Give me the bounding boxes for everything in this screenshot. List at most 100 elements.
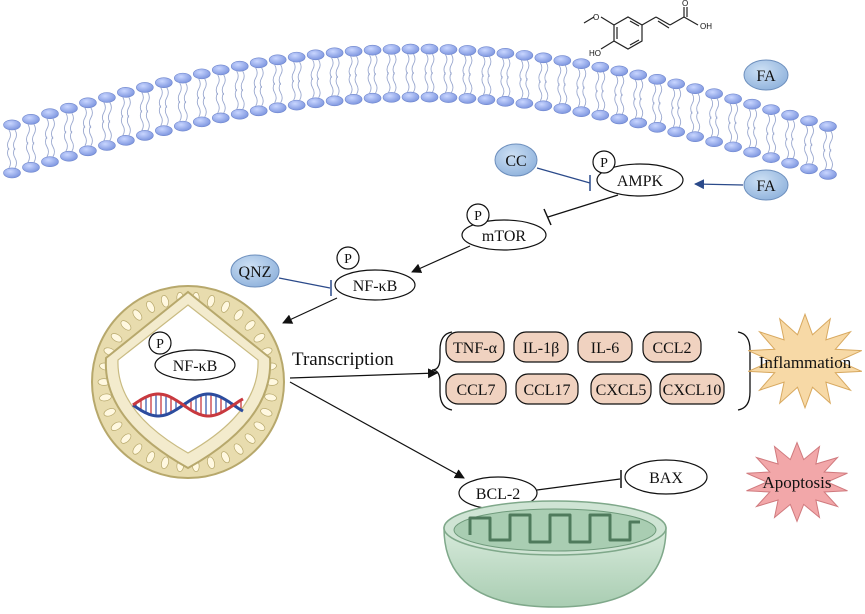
nfkb-cytoplasm-node: NF-κB P	[334, 246, 416, 301]
carboxyl-oh-label: OH	[700, 22, 712, 31]
lipid-head-inner	[79, 145, 97, 157]
lipid-head-inner	[781, 157, 799, 169]
cytokine-box: CXCL10	[659, 373, 725, 405]
lipid-head-outer	[22, 113, 40, 125]
lipid-head-outer	[800, 115, 818, 127]
fa-activator: FA	[694, 169, 789, 201]
nuclear-pore	[221, 300, 230, 313]
lipid-head-inner	[743, 146, 761, 158]
bax-node: BAX	[624, 459, 708, 495]
nuclear-pore	[253, 421, 266, 431]
lipid-head-inner	[629, 117, 648, 129]
lipid-head-outer	[439, 44, 458, 55]
nuclear-pore	[110, 421, 123, 431]
lipid-head-inner	[439, 92, 458, 103]
lipid-head-outer	[724, 93, 742, 105]
cytokine-box: IL-6	[577, 331, 633, 363]
ferulic-acid-structure: O HO OH O	[583, 0, 712, 58]
lipid-head-inner	[762, 152, 780, 163]
nuclear-pore	[99, 393, 112, 402]
lipid-head-outer	[306, 49, 325, 61]
nuclear-pore	[253, 333, 266, 343]
nuclear-pore	[221, 451, 230, 464]
lipid-head-inner	[98, 140, 116, 151]
mtor-activates-nfkb-arrow	[411, 245, 471, 273]
lipid-head-outer	[192, 68, 211, 80]
lipid-head-outer	[230, 60, 249, 72]
cc-label: CC	[505, 153, 526, 170]
cytokine-box: CCL7	[445, 373, 507, 405]
lipid-head-inner	[800, 163, 818, 175]
bcl2-expression-arrow	[289, 381, 465, 479]
lipid-head-inner	[819, 169, 837, 180]
lipid-head-inner	[401, 91, 420, 103]
lipid-head-outer	[268, 54, 287, 66]
inflammation-label: Inflammation	[759, 353, 852, 372]
lipid-head-outer	[819, 121, 837, 132]
lipid-head-outer	[458, 45, 477, 56]
cytokine-label: IL-6	[591, 340, 619, 357]
lipid-head-outer	[325, 47, 344, 59]
ampk-phospho-label: P	[600, 156, 608, 171]
cytokine-box: TNF-α	[445, 331, 505, 363]
lipid-bilayer-membrane	[3, 43, 837, 180]
lipid-head-inner	[610, 113, 629, 125]
lipid-head-inner	[724, 141, 742, 153]
lipid-head-inner	[534, 100, 553, 112]
nuclear-pore	[132, 443, 143, 455]
lipid-head-outer	[496, 48, 515, 59]
lipid-head-inner	[458, 93, 477, 104]
lipid-head-inner	[572, 106, 591, 117]
nuclear-pore	[146, 451, 155, 464]
lipid-head-outer	[211, 64, 230, 76]
cytokine-label: CXCL5	[596, 382, 647, 399]
nuclear-pore	[110, 333, 123, 343]
nuclear-pore	[260, 408, 273, 417]
lipid-head-outer	[572, 58, 591, 69]
lipid-head-inner	[382, 92, 401, 103]
cytokine-label: IL-1β	[523, 340, 560, 357]
lipid-head-outer	[515, 50, 534, 61]
transcription-label: Transcription	[292, 349, 394, 370]
inflammation-burst: Inflammation	[747, 312, 863, 410]
nfkb-nucleus-node	[154, 349, 236, 381]
nuclear-pore	[161, 456, 170, 469]
cytokine-box: CCL17	[515, 373, 579, 405]
lipid-head-inner	[211, 112, 230, 124]
methoxy-oxygen-label: O	[593, 13, 599, 22]
lipid-head-outer	[743, 98, 761, 110]
nuclear-pore	[120, 320, 132, 331]
lipid-head-outer	[420, 43, 439, 55]
apoptosis-burst: Apoptosis	[746, 441, 848, 523]
apoptosis-label: Apoptosis	[763, 473, 832, 492]
lipid-head-outer	[3, 119, 21, 131]
cytokine-label: CCL7	[456, 382, 495, 399]
cytokine-label: CXCL10	[663, 382, 722, 399]
lipid-head-inner	[3, 167, 21, 179]
lipid-head-outer	[344, 45, 363, 57]
lipid-head-inner	[705, 136, 723, 147]
lipid-head-outer	[762, 104, 780, 115]
nuclear-pore	[103, 408, 116, 417]
lipid-head-outer	[382, 44, 401, 55]
nfkb-translocation-arrow	[282, 297, 338, 324]
hydroxyl-group-label: HO	[589, 49, 601, 58]
lipid-head-inner	[60, 150, 78, 162]
cytokine-label: CCL17	[523, 382, 570, 399]
cytokine-box: IL-1β	[513, 331, 569, 363]
lipid-head-outer	[363, 44, 382, 56]
nuclear-pore	[161, 295, 170, 308]
fa-membrane-label: FA	[756, 68, 776, 85]
bcl2-inhibits-bax	[536, 470, 622, 491]
cytokine-label: TNF-α	[453, 340, 498, 357]
nucleus: NF-κB P	[91, 285, 285, 479]
nuclear-pore	[264, 393, 277, 402]
bcl2-label: BCL-2	[476, 486, 520, 503]
lipid-head-inner	[515, 98, 534, 109]
lipid-head-outer	[79, 97, 97, 109]
lipid-head-outer	[591, 61, 610, 73]
fa-molecule-membrane: FA	[743, 59, 789, 91]
lipid-head-outer	[287, 51, 306, 63]
nuclear-pore	[146, 300, 155, 313]
